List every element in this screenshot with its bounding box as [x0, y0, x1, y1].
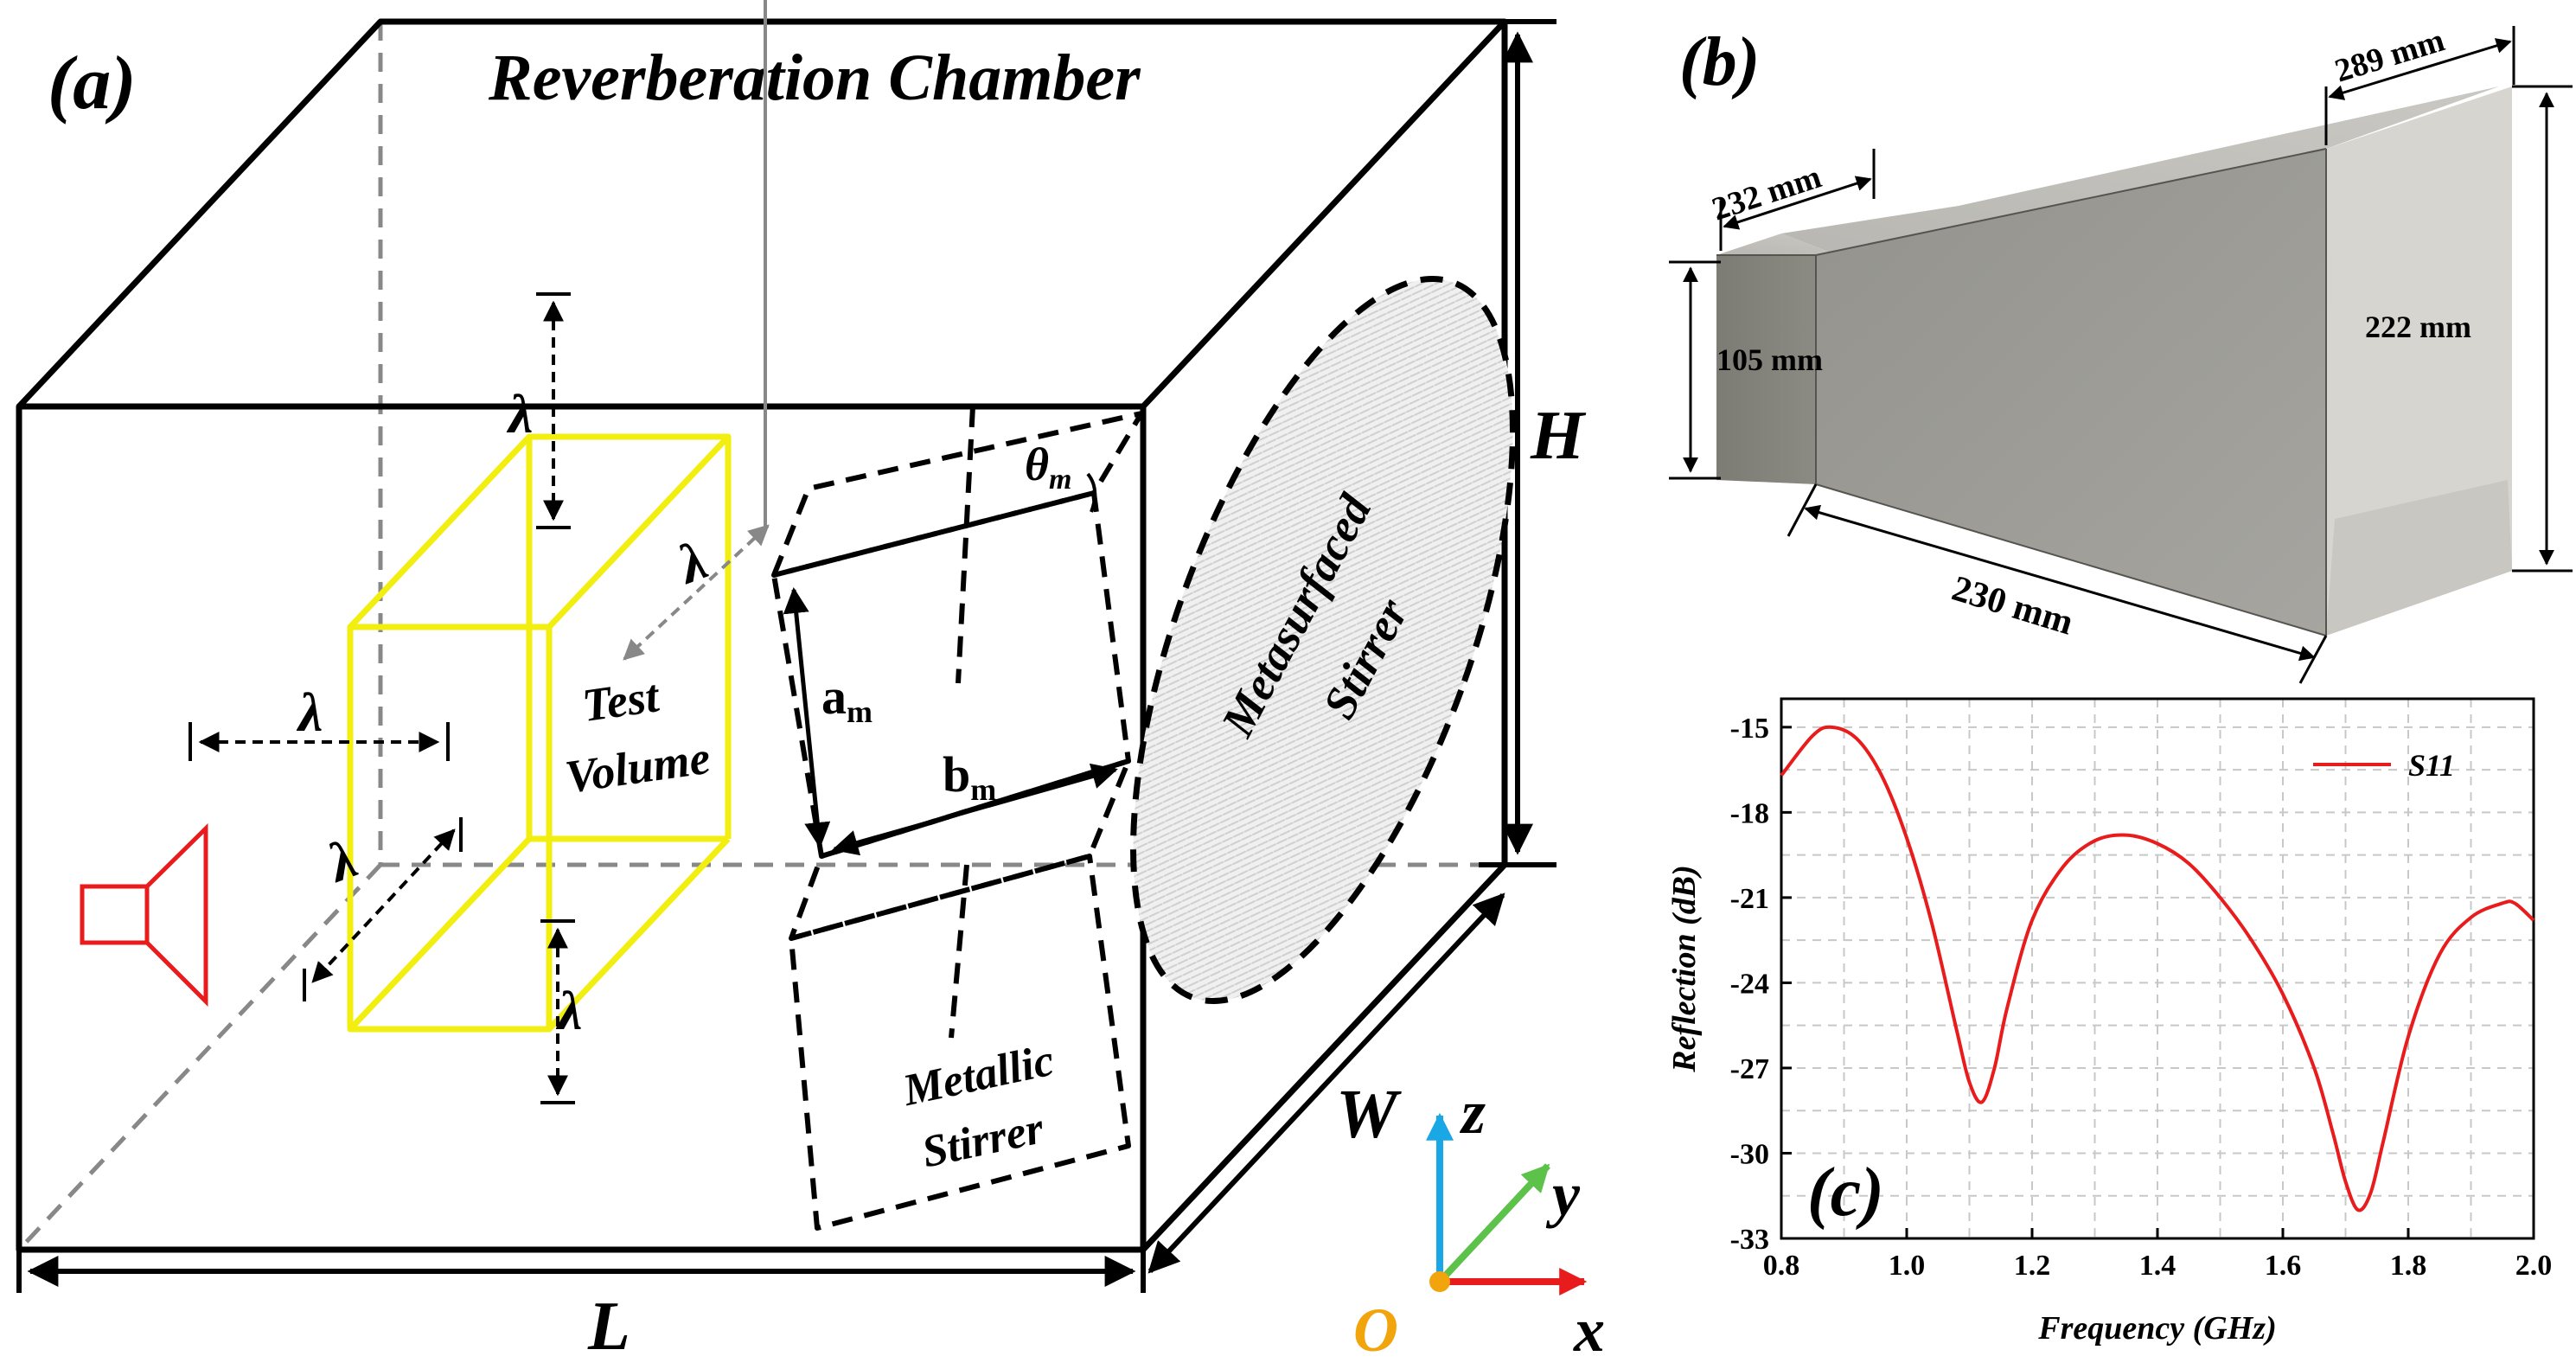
panel-a-label: (a) — [48, 42, 137, 125]
horn-dim-aperture-width: 232 mm — [1708, 159, 1825, 228]
origin-dot — [1429, 1271, 1450, 1292]
horn-dim-mouth-height: 222 mm — [2365, 310, 2471, 344]
lambda-dimension-depth — [623, 0, 770, 661]
am-label: am — [821, 669, 873, 729]
chart-x-tick-label: 1.0 — [1889, 1250, 1926, 1282]
lambda-label-horizontal: λ — [296, 681, 323, 743]
horn-mouth-inner — [2326, 480, 2512, 636]
horn-top-face — [1716, 233, 1838, 255]
test-volume-label-1: Test — [579, 669, 663, 732]
dimension-w-label: W — [1336, 1077, 1402, 1153]
chart-legend-label: S11 — [2408, 748, 2455, 783]
panel-b-label: (b) — [1679, 24, 1760, 100]
metasurfaced-stirrer — [1130, 275, 1516, 1005]
horn-waveguide-front — [1716, 255, 1816, 484]
chart-x-tick-label: 1.6 — [2265, 1250, 2302, 1282]
chart-ticks: 0.8 1.0 1.2 1.4 1.6 1.8 2.0 -15 -18 -21 -24 -27 -30 -… — [1730, 713, 2553, 1282]
chart-series-line-s11 — [1780, 725, 2535, 1212]
lambda-dimension-diagonal — [303, 817, 463, 1001]
panel-a: H W L (a) Reverberation Chamber — [16, 0, 1605, 1365]
chart-y-tick-label: -30 — [1730, 1138, 1769, 1170]
horn-antenna-model — [1716, 86, 2512, 637]
chart-x-tick-label: 2.0 — [2515, 1250, 2553, 1282]
lambda-label-depth: λ — [668, 529, 715, 596]
dimension-l — [16, 1250, 1146, 1293]
coordinate-axes — [1426, 1112, 1588, 1295]
theta-label-sub: m — [1049, 464, 1071, 496]
horn-dim-length: 230 mm — [1947, 569, 2078, 643]
chart-y-tick-label: -18 — [1730, 797, 1769, 829]
lambda-dimension-horizontal — [189, 722, 450, 761]
am-dimension-arrow — [783, 587, 831, 848]
metallic-stirrer-label-2: Stirrer — [917, 1104, 1048, 1177]
lambda-dimension-vertical-bottom — [540, 919, 575, 1104]
dimension-h-label: H — [1530, 398, 1587, 474]
chart-x-tick-label: 1.8 — [2390, 1250, 2427, 1282]
chart-legend: S11 — [2313, 748, 2455, 783]
theta-label: θm — [1025, 438, 1071, 496]
theta-label-base: θ — [1025, 438, 1049, 490]
dimension-h — [1479, 19, 1556, 867]
am-label-sub: m — [847, 694, 873, 729]
theta-angle-arc — [1086, 472, 1097, 513]
chart-y-tick-label: -15 — [1730, 713, 1769, 745]
lambda-label-top: λ — [506, 383, 533, 445]
test-volume-label-2: Volume — [562, 732, 713, 803]
chamber-title: Reverberation Chamber — [488, 42, 1141, 114]
horn-dim-aperture-height: 105 mm — [1716, 342, 1823, 377]
panel-c-label: (c) — [1807, 1155, 1884, 1231]
am-label-base: a — [821, 669, 847, 725]
axis-y-arrow — [1437, 1163, 1550, 1284]
dimension-l-label: L — [587, 1289, 630, 1365]
chart-y-axis-label: Reflection (dB) — [1666, 865, 1703, 1073]
panel-b: (b) — [1669, 22, 2573, 684]
bm-dimension-arrow — [832, 763, 1118, 856]
lambda-dimension-vertical-top — [536, 292, 571, 529]
chart-x-tick-label: 1.4 — [2139, 1250, 2176, 1282]
axis-z-label: z — [1459, 1078, 1486, 1147]
axis-y-label: y — [1545, 1160, 1581, 1229]
axis-x-label: x — [1573, 1295, 1605, 1365]
chart-y-tick-label: -24 — [1730, 968, 1769, 1000]
chart-x-tick-label: 1.2 — [2014, 1250, 2051, 1282]
antenna-icon — [80, 823, 208, 1008]
lambda-label-bottom: λ — [555, 980, 582, 1041]
bm-label: bm — [943, 746, 996, 807]
panel-c: 0.8 1.0 1.2 1.4 1.6 1.8 2.0 -15 -18 -21 -24 -27 -30 -… — [1666, 697, 2553, 1347]
horn-flare-top — [1781, 86, 2499, 255]
horn-dimension-lines — [1669, 26, 2573, 684]
lambda-label-diagonal: λ — [318, 828, 365, 894]
chart-y-tick-label: -21 — [1730, 883, 1769, 915]
chart-y-tick-label: -33 — [1730, 1224, 1769, 1256]
chart-series — [1780, 725, 2535, 1212]
chart-y-tick-label: -27 — [1730, 1053, 1769, 1085]
chart-x-axis-label: Frequency (GHz) — [2037, 1310, 2276, 1347]
test-volume-box — [347, 433, 732, 1033]
bm-label-base: b — [943, 746, 970, 803]
origin-label: O — [1353, 1295, 1398, 1365]
chart-x-tick-label: 0.8 — [1763, 1250, 1800, 1282]
dimension-w-arrow — [1147, 892, 1505, 1274]
bm-label-sub: m — [970, 772, 996, 807]
chart-grid — [1781, 699, 2534, 1238]
